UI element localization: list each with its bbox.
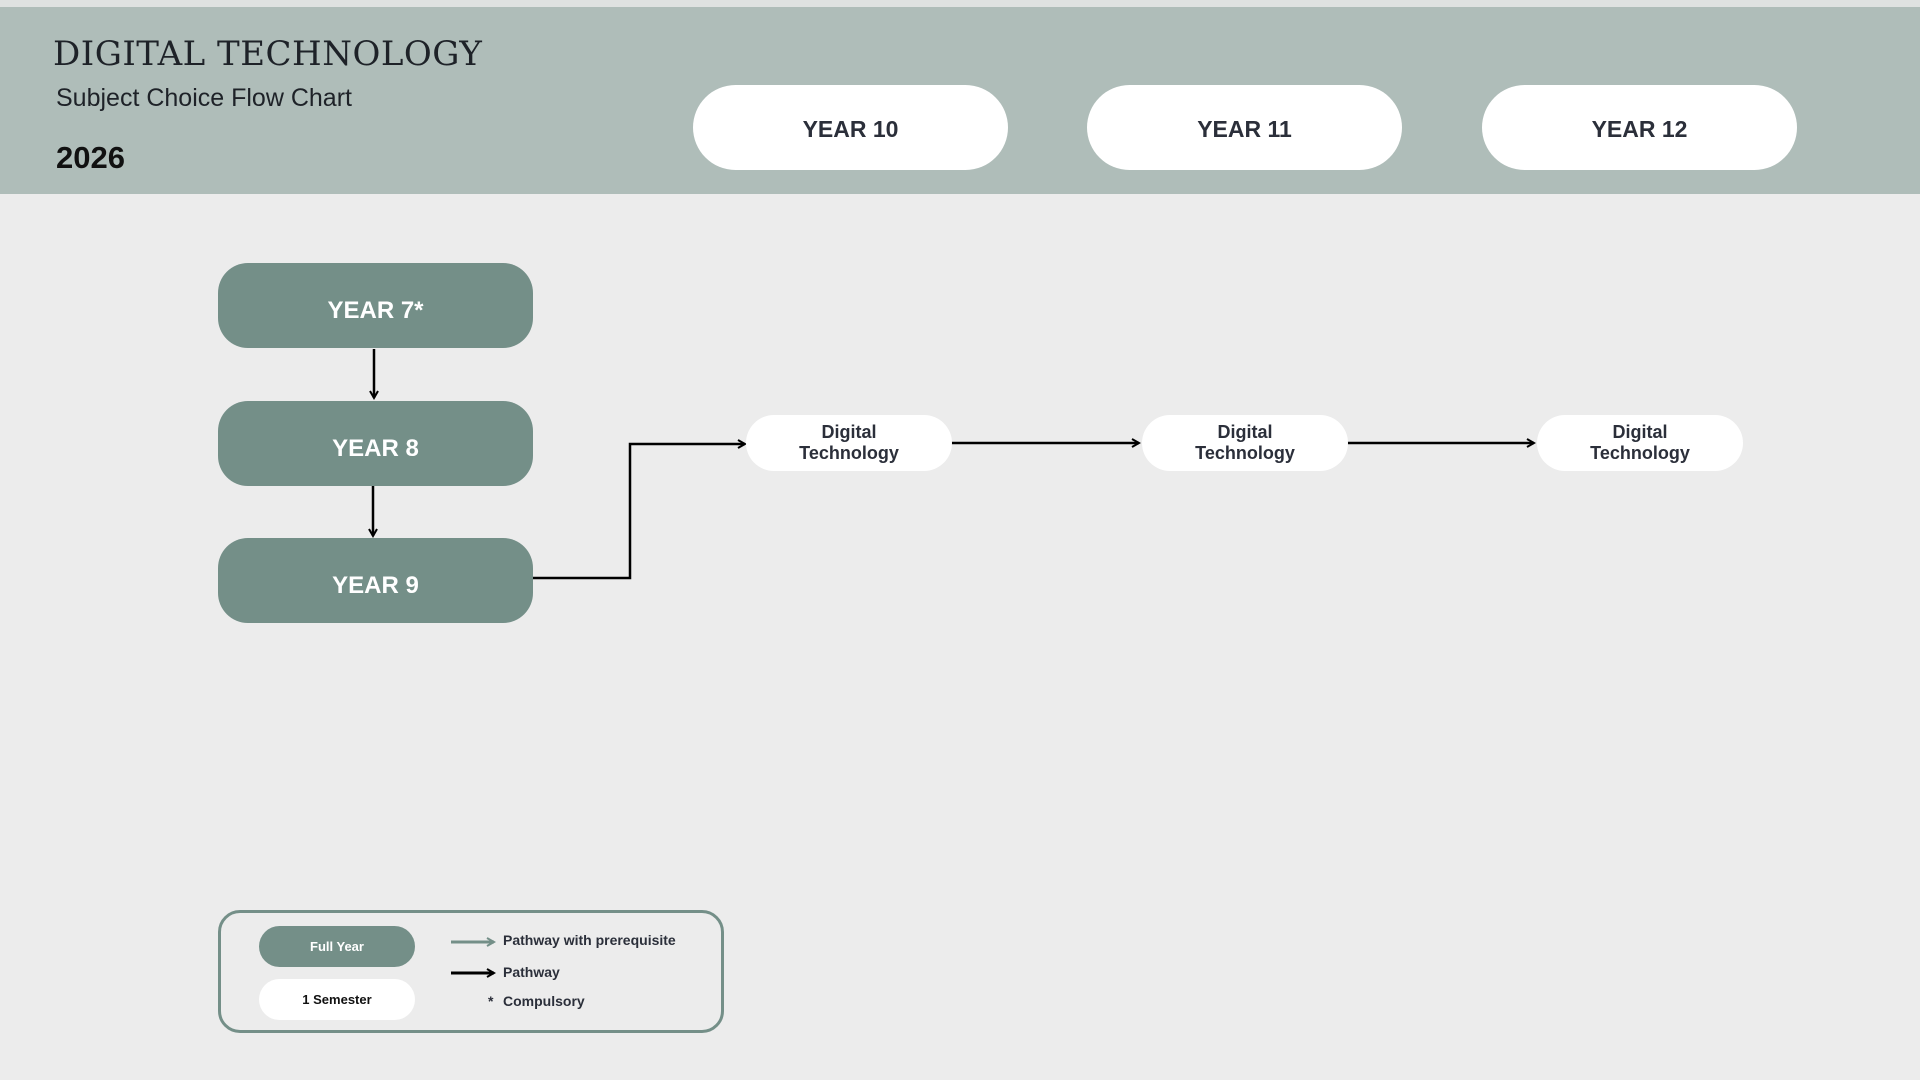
column-header-year-10: YEAR 10 (693, 85, 1008, 170)
legend-semester-swatch: 1 Semester (259, 979, 415, 1020)
arrow-year9-to-year10-subject (533, 444, 745, 580)
page-subtitle: Subject Choice Flow Chart (56, 84, 352, 112)
year-7-box: YEAR 7* (218, 263, 533, 348)
legend-pathway-label: Pathway (503, 964, 560, 980)
year-8-box: YEAR 8 (218, 401, 533, 486)
legend-box (218, 910, 724, 1033)
legend-prerequisite-label: Pathway with prerequisite (503, 932, 676, 948)
page-title: DIGITAL TECHNOLOGY (53, 34, 483, 74)
page-year: 2026 (56, 140, 125, 175)
column-header-year-11: YEAR 11 (1087, 85, 1402, 170)
legend-asterisk: * (488, 993, 494, 1009)
legend-full-year-swatch: Full Year (259, 926, 415, 967)
top-strip (0, 0, 1920, 7)
legend-compulsory-label: Compulsory (503, 993, 585, 1009)
column-header-year-12: YEAR 12 (1482, 85, 1797, 170)
year-9-box: YEAR 9 (218, 538, 533, 623)
